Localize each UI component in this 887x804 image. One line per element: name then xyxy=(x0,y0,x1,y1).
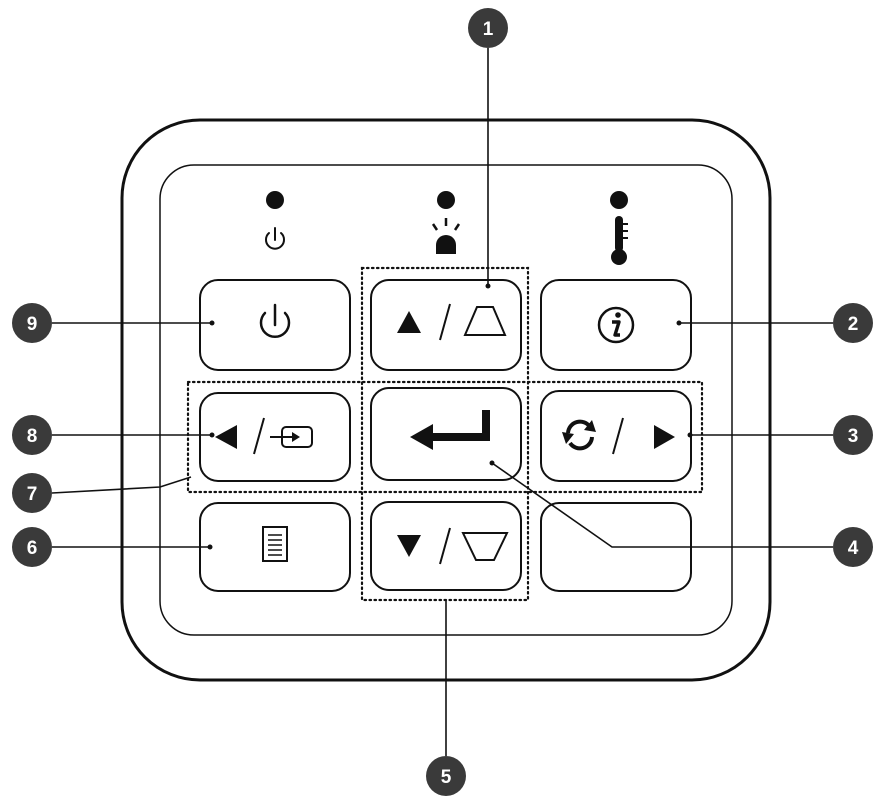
callout-4: 4 xyxy=(833,527,873,567)
thermometer-icon xyxy=(611,216,628,265)
lamp-led xyxy=(437,191,455,209)
leader-end-9 xyxy=(209,320,215,326)
leader-end-1 xyxy=(485,283,491,289)
temperature-led xyxy=(610,191,628,209)
leader-end-6 xyxy=(207,544,213,550)
info-icon xyxy=(597,306,635,344)
leader-end-4 xyxy=(489,460,495,466)
leader-end-3 xyxy=(687,432,693,438)
up-keystone-key[interactable] xyxy=(370,279,522,371)
callout-2: 2 xyxy=(833,303,873,343)
svg-text:1: 1 xyxy=(483,19,494,40)
left-right-group-outline xyxy=(186,380,704,494)
resync-right-arrow-icon xyxy=(562,417,675,455)
left-source-key[interactable] xyxy=(199,392,351,482)
leader-end-8 xyxy=(209,432,215,438)
leader-line-7 xyxy=(51,476,192,494)
callout-5: 5 xyxy=(426,756,466,796)
svg-text:3: 3 xyxy=(848,426,859,447)
power-led xyxy=(266,191,284,209)
leader-line-4 xyxy=(491,462,833,548)
menu-icon xyxy=(262,526,288,562)
lamp-icon xyxy=(431,218,461,254)
svg-text:2: 2 xyxy=(848,314,859,335)
menu-key[interactable] xyxy=(199,502,351,592)
lamp-indicator xyxy=(431,191,461,254)
leader-end-2 xyxy=(676,320,682,326)
enter-key[interactable] xyxy=(370,387,522,481)
power-icon xyxy=(259,303,291,339)
svg-text:7: 7 xyxy=(27,484,38,505)
svg-text:4: 4 xyxy=(848,538,859,559)
up-down-group-outline xyxy=(360,266,530,602)
svg-text:8: 8 xyxy=(27,426,38,447)
svg-text:5: 5 xyxy=(441,767,452,788)
power-icon xyxy=(265,227,285,250)
temperature-indicator xyxy=(610,191,628,265)
callout-1: 1 xyxy=(468,8,508,48)
power-indicator xyxy=(265,191,285,250)
callout-6: 6 xyxy=(12,527,52,567)
callout-7: 7 xyxy=(12,473,52,513)
resync-right-key[interactable] xyxy=(540,390,692,482)
svg-text:9: 9 xyxy=(27,314,38,335)
up-arrow-keystone-icon xyxy=(397,303,507,341)
power-key[interactable] xyxy=(199,279,351,371)
left-arrow-source-icon xyxy=(215,417,313,455)
leader-lines xyxy=(51,48,833,756)
down-keystone-key[interactable] xyxy=(370,501,522,591)
down-arrow-keystone-icon xyxy=(397,527,509,565)
info-key[interactable] xyxy=(540,279,692,371)
callout-9: 9 xyxy=(12,303,52,343)
enter-icon xyxy=(410,410,490,450)
callout-8: 8 xyxy=(12,415,52,455)
svg-text:6: 6 xyxy=(27,538,38,559)
callout-3: 3 xyxy=(833,415,873,455)
